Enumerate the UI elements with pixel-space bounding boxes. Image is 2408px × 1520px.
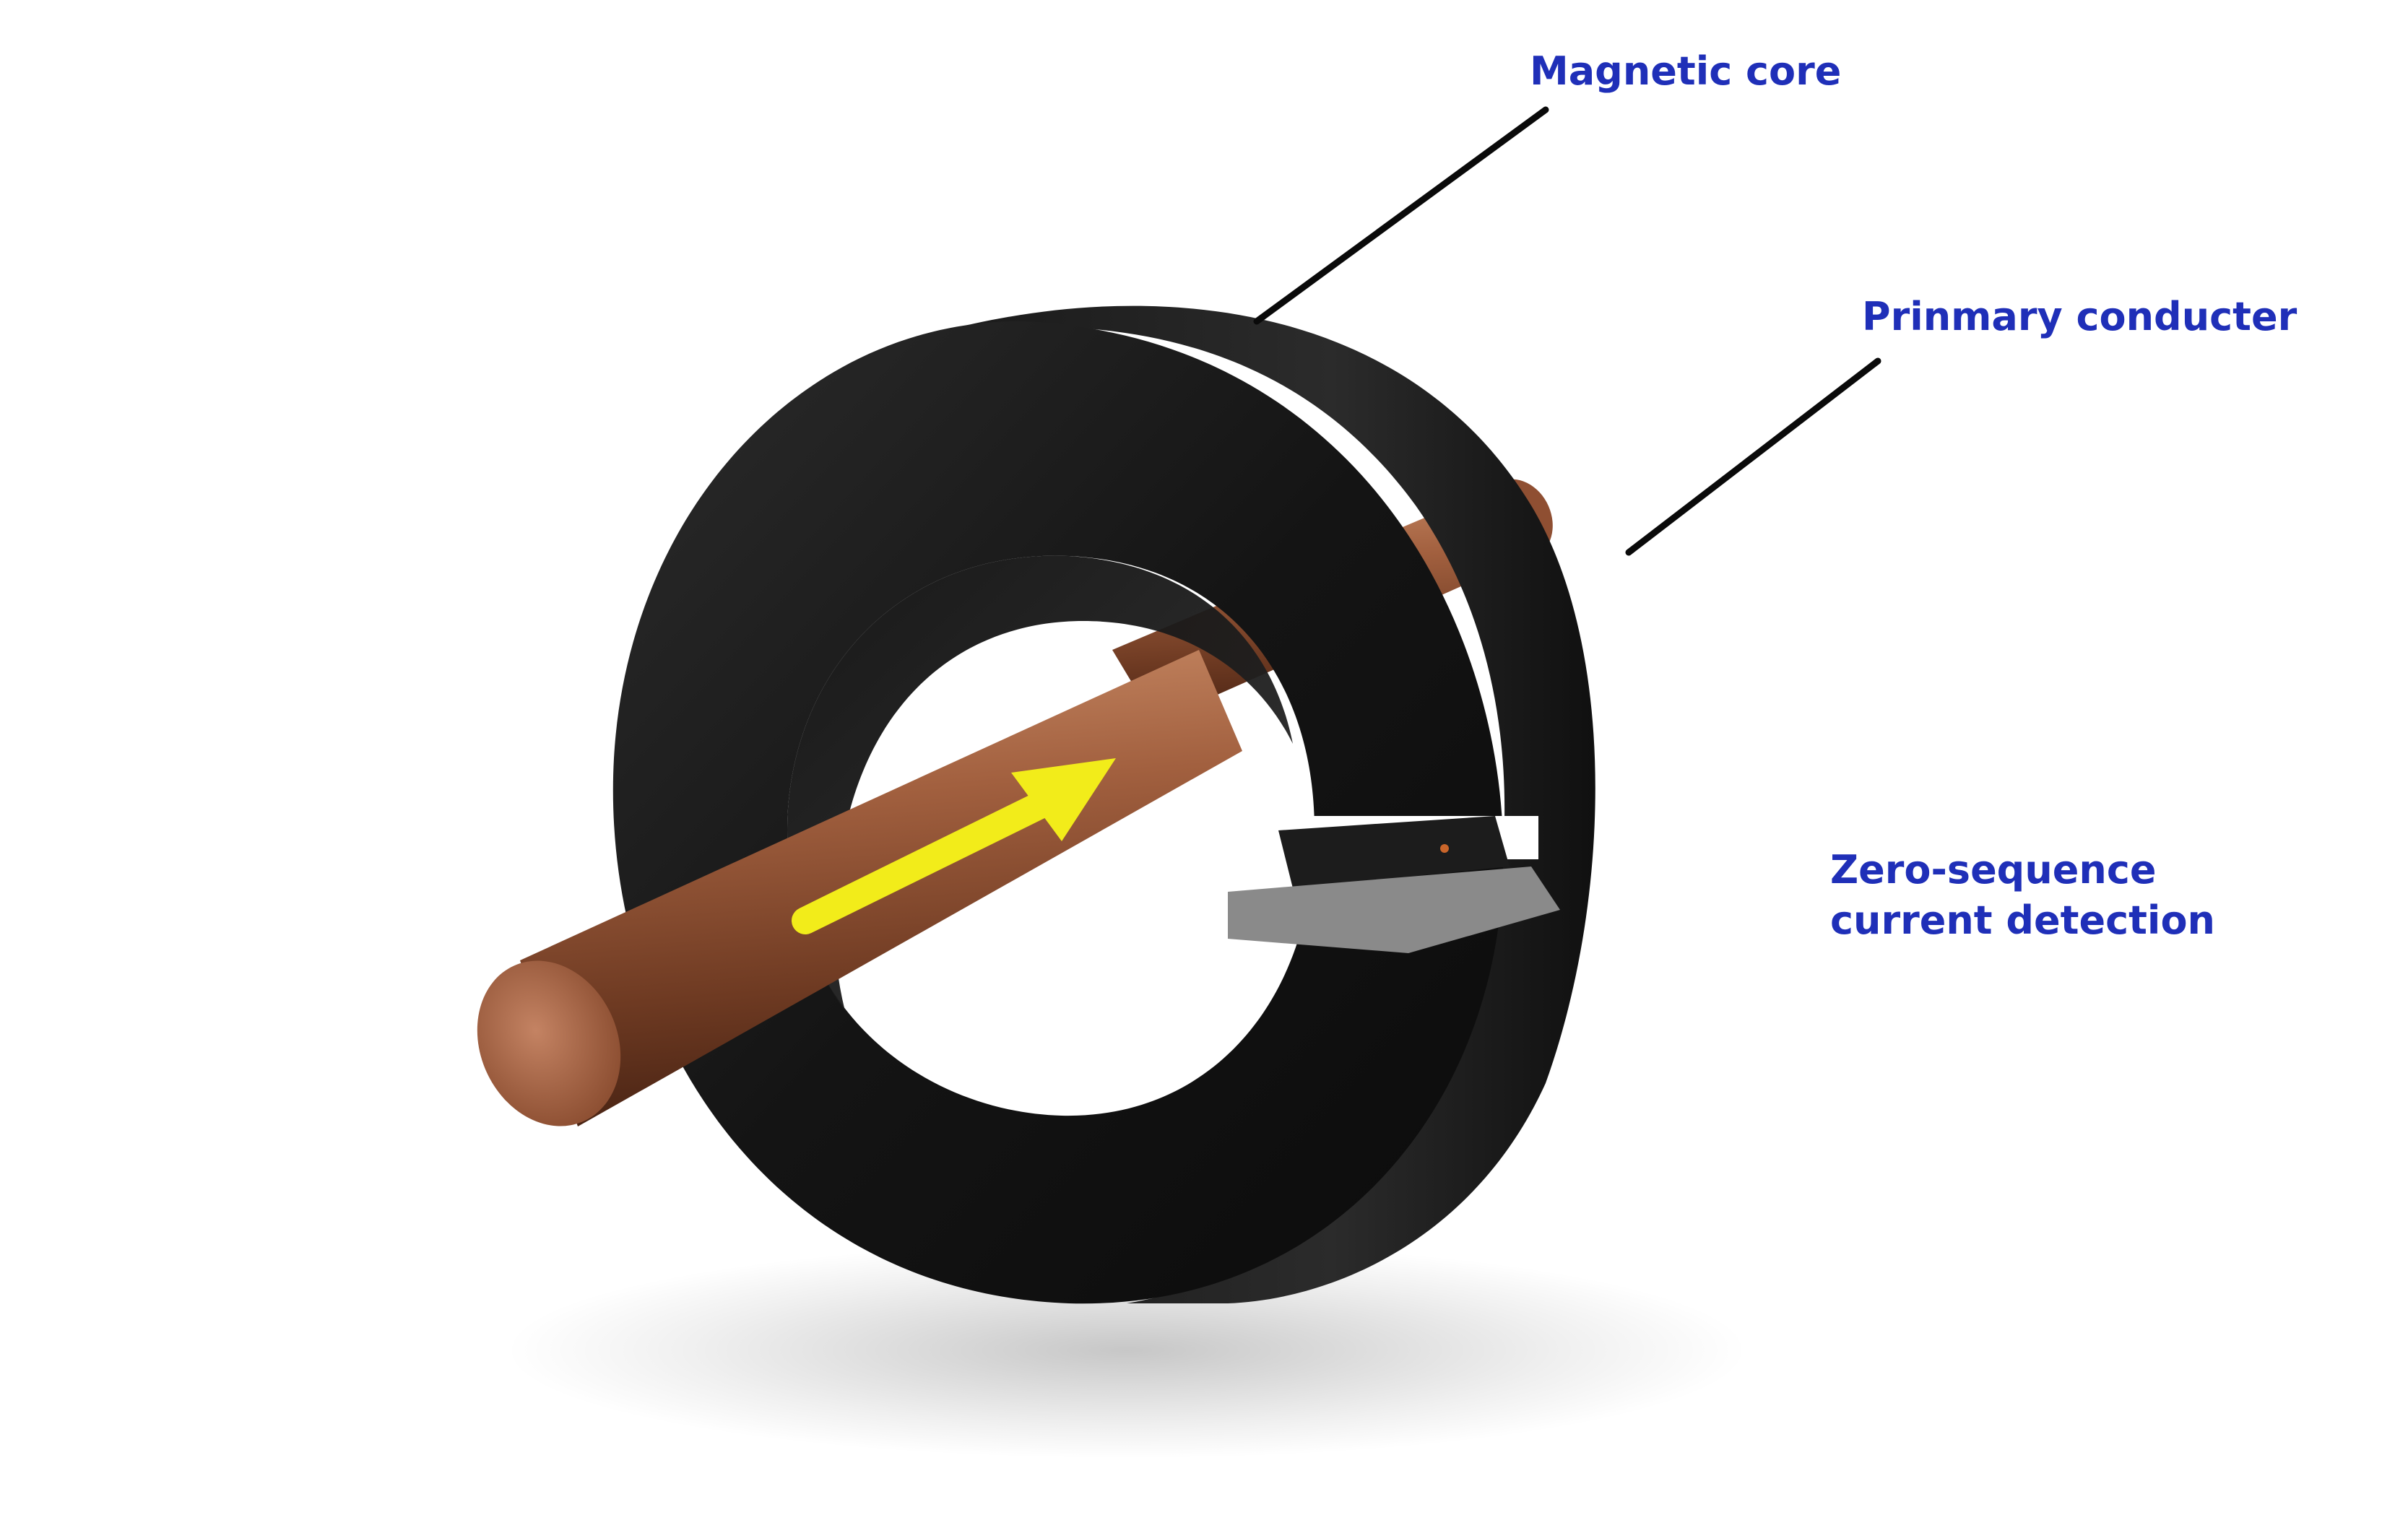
label-zero-sequence: Zero-sequence current detection xyxy=(1830,845,2215,946)
zero-sequence-sensor xyxy=(1278,816,1510,888)
leader-line-primary-conductor xyxy=(1625,357,1881,556)
label-primary-conductor: Prinmary conducter xyxy=(1862,294,2297,339)
leader-line-magnetic-core xyxy=(1253,106,1549,325)
conductor-rod-front-end xyxy=(477,960,621,1126)
core-hole-inner-wall xyxy=(787,555,1293,1011)
label-magnetic-core: Magnetic core xyxy=(1530,48,1842,94)
sensor-led xyxy=(1440,844,1449,853)
label-zero-sequence-line2: current detection xyxy=(1830,898,2215,943)
label-zero-sequence-line1: Zero-sequence xyxy=(1830,847,2157,893)
sensor-top-face xyxy=(1228,867,1560,953)
ground-shadow xyxy=(506,1242,1748,1459)
magnetic-core xyxy=(612,321,1504,1304)
arrow-right-up-icon xyxy=(792,758,1116,934)
